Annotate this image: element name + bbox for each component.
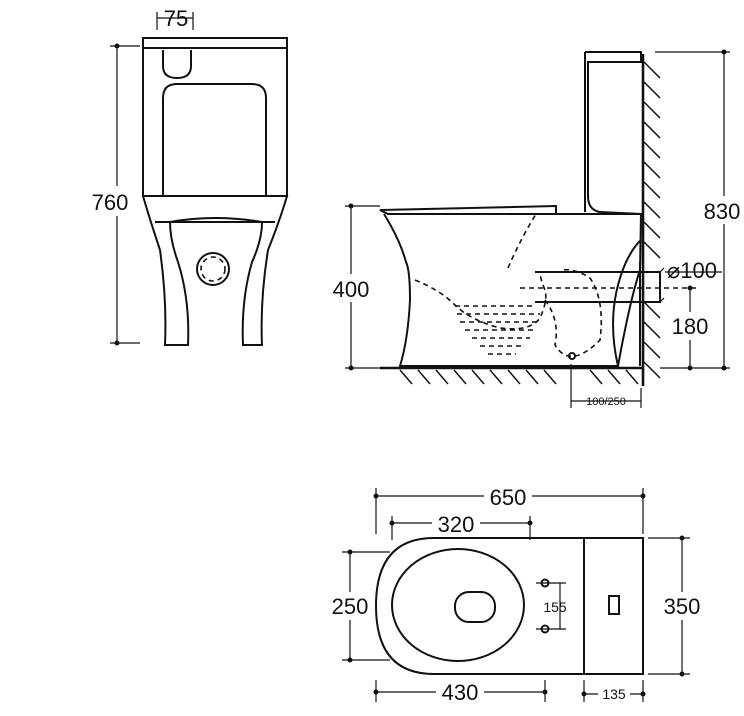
floor-hatch bbox=[399, 369, 639, 385]
dim-830: 830 bbox=[704, 199, 741, 224]
dim-100-250: 100/250 bbox=[586, 396, 626, 408]
dim-350: 350 bbox=[664, 594, 701, 619]
top-view: 155 650 320 350 250 430 bbox=[326, 484, 706, 705]
dim-180: 180 bbox=[672, 314, 709, 339]
outlet-circle-icon bbox=[196, 252, 230, 286]
top-outline bbox=[374, 537, 644, 675]
side-tank bbox=[585, 51, 642, 215]
front-pedestal bbox=[141, 195, 289, 346]
top-tank-button bbox=[608, 595, 620, 615]
dim-650: 650 bbox=[490, 485, 527, 510]
dim-250: 250 bbox=[332, 594, 369, 619]
wall-hatch bbox=[643, 61, 661, 379]
dim-135: 135 bbox=[602, 686, 626, 702]
side-seat bbox=[379, 204, 557, 215]
side-outlet bbox=[535, 271, 661, 303]
side-view: 830 400 ⌀100 180 100/250 bbox=[328, 49, 744, 408]
dim-400: 400 bbox=[333, 277, 370, 302]
top-outlet bbox=[454, 591, 496, 623]
outlet-circle-inner bbox=[200, 256, 226, 282]
side-bowl bbox=[383, 213, 643, 367]
dim-75: 75 bbox=[164, 6, 188, 31]
top-bowl bbox=[391, 548, 525, 662]
dim-430: 430 bbox=[442, 680, 479, 705]
front-tank-panel bbox=[162, 83, 267, 196]
flush-button-icon bbox=[162, 50, 192, 80]
dim-155: 155 bbox=[543, 599, 567, 615]
front-tank-lid bbox=[142, 37, 288, 49]
front-view: 75 760 bbox=[88, 6, 289, 346]
side-water bbox=[455, 305, 540, 355]
dim-760: 760 bbox=[92, 190, 129, 215]
dim-320: 320 bbox=[438, 512, 475, 537]
side-trapway bbox=[414, 213, 547, 330]
dim-d100: ⌀100 bbox=[667, 258, 717, 283]
